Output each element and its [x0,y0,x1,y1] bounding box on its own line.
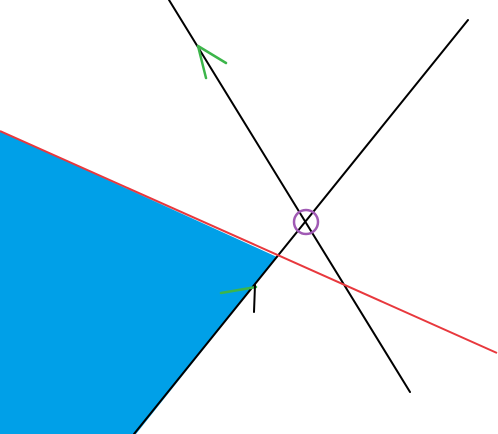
red-line [0,130,498,354]
black-tick-mark [253,284,256,313]
green-arrow-lower [219,285,258,295]
ascending-black-line [133,19,469,434]
shaded-region [0,131,277,434]
green-arrow-upper [196,44,228,80]
intersection-circle [292,208,320,236]
descending-black-line [168,0,411,393]
